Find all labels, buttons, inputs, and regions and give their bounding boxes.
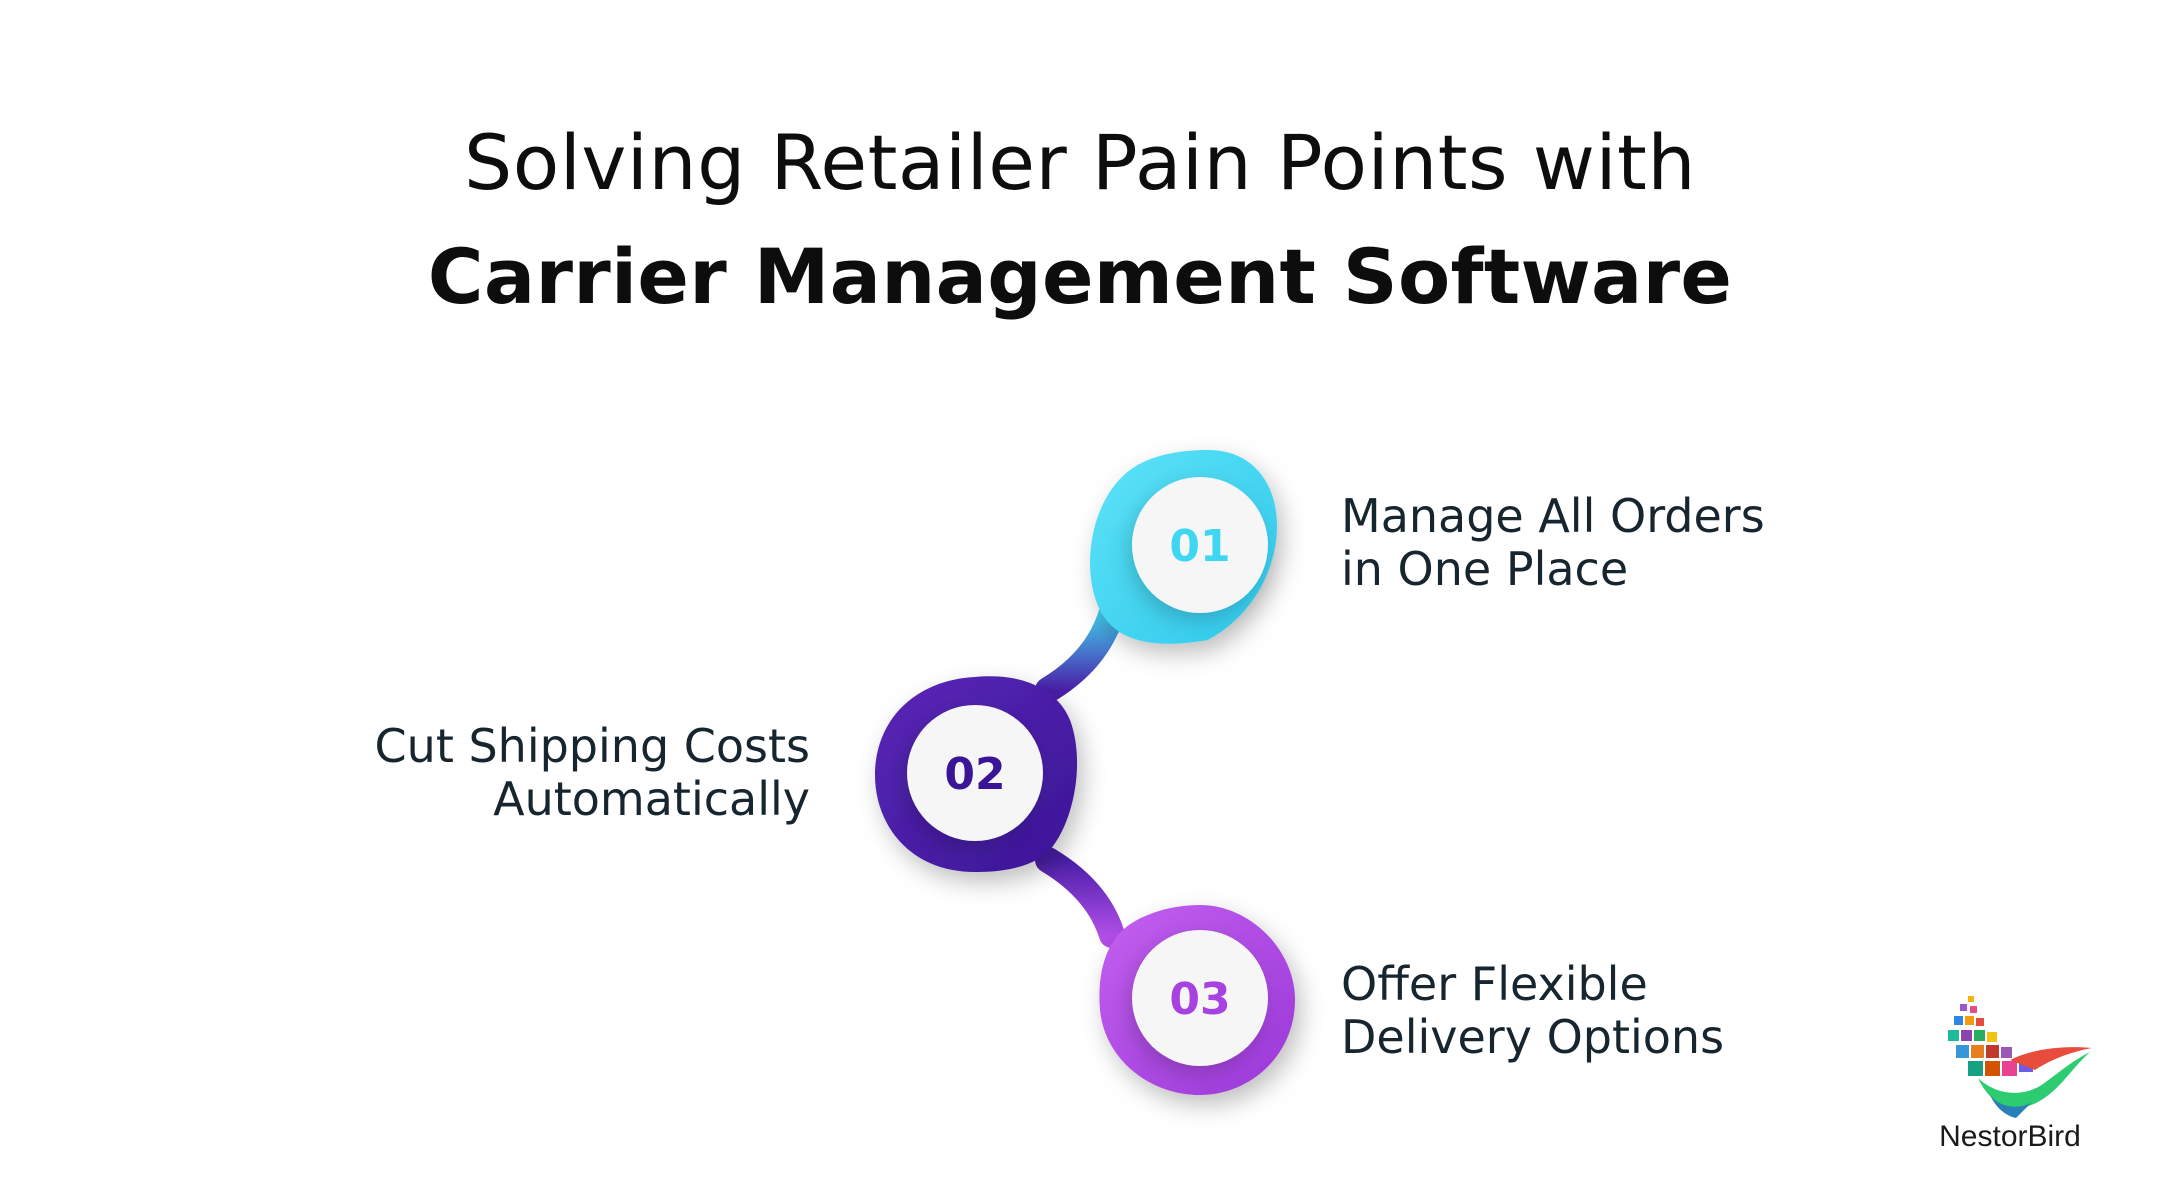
step-1-label-line-1: Manage All Orders — [1341, 489, 1765, 543]
step-3-node — [1099, 905, 1295, 1095]
logo-wordmark: NestorBird — [1939, 1120, 2081, 1153]
step-3-label: Offer Flexible Delivery Options — [1341, 958, 1724, 1064]
connector-1-2-stem — [1035, 599, 1125, 703]
title-line-2: Carrier Management Software — [427, 232, 1733, 321]
step-2-node — [875, 676, 1078, 872]
step-2-label-line-2: Automatically — [493, 772, 810, 826]
step-3-label-line-1: Offer Flexible — [1341, 957, 1648, 1011]
title-line-1: Solving Retailer Pain Points with — [463, 118, 1697, 207]
step-2-label: Cut Shipping Costs Automatically — [375, 720, 810, 826]
step-1-node — [1090, 450, 1277, 644]
connector-2-3-stem — [1035, 847, 1125, 948]
step-1-number: 01 — [1169, 521, 1230, 572]
step-1-label: Manage All Orders in One Place — [1341, 490, 1765, 596]
step-3-number: 03 — [1169, 974, 1230, 1025]
step-3-label-line-2: Delivery Options — [1341, 1010, 1725, 1064]
hummingbird-logo-icon — [1948, 996, 2092, 1118]
step-2-label-line-1: Cut Shipping Costs — [374, 719, 810, 773]
step-2-number: 02 — [944, 749, 1005, 800]
step-1-label-line-2: in One Place — [1341, 542, 1629, 596]
